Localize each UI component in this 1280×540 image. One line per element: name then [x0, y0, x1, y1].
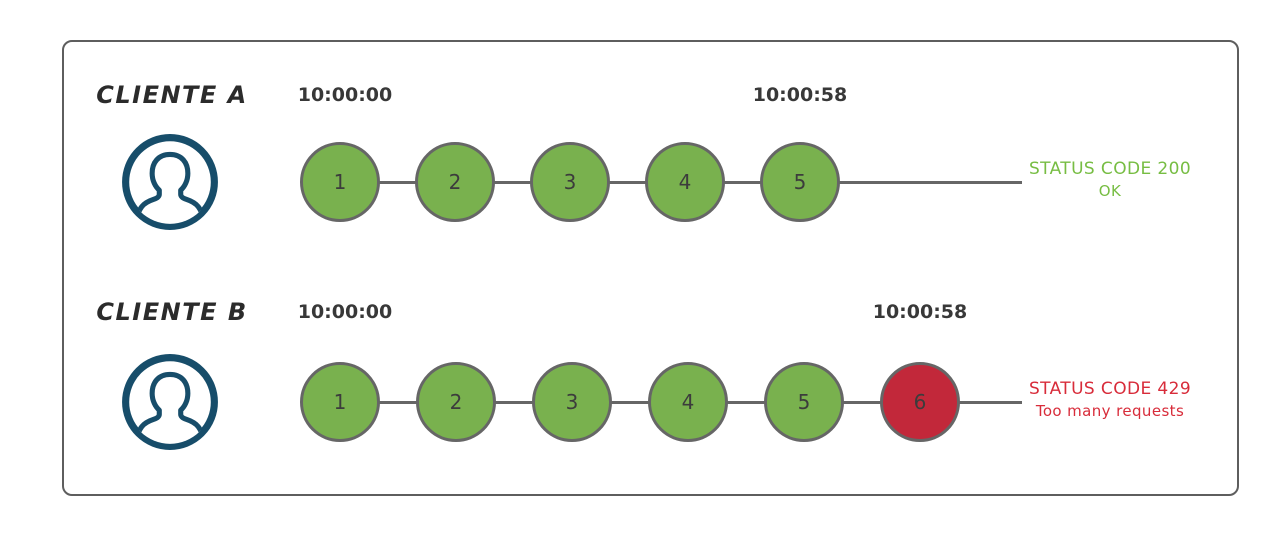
diagram-frame — [62, 40, 1239, 496]
